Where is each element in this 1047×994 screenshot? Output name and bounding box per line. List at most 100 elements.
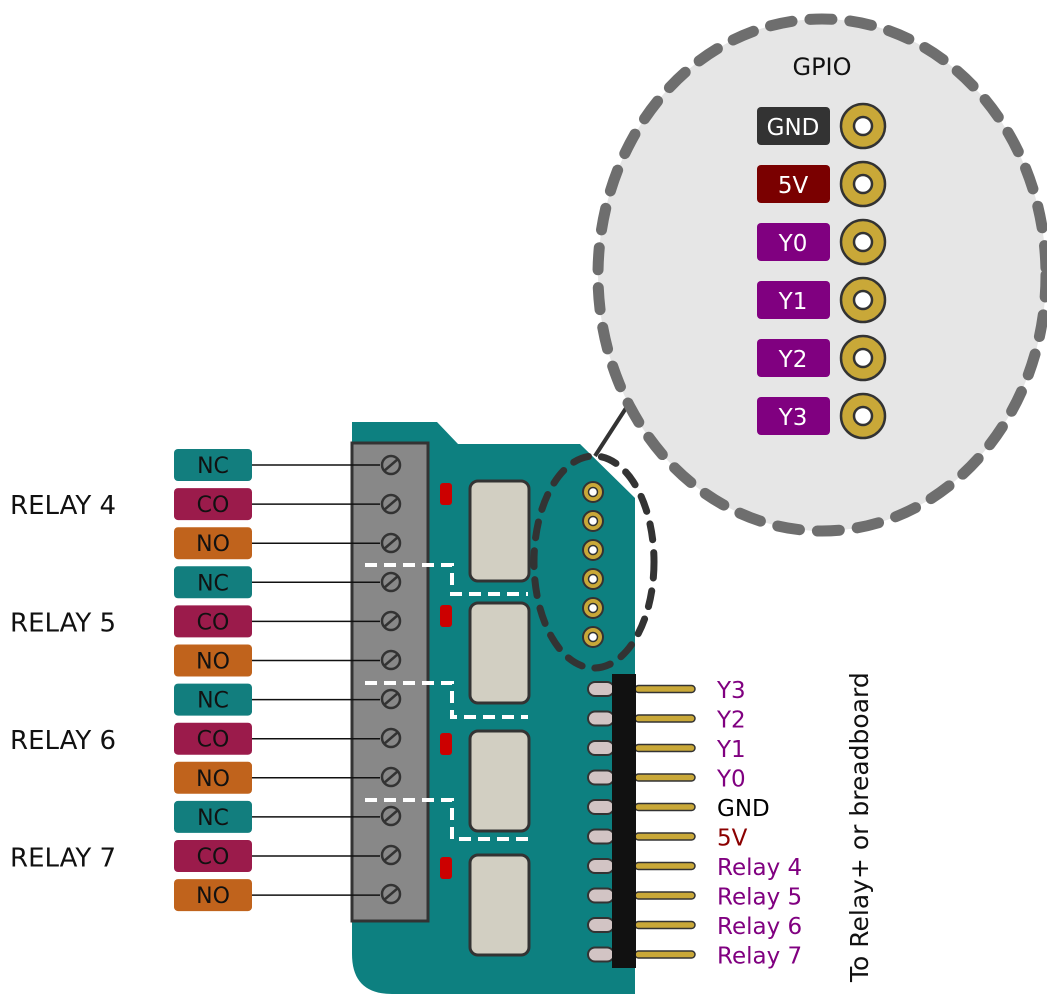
header-socket — [587, 681, 615, 697]
header-pin-label: Y0 — [716, 767, 746, 793]
terminal-label: NC — [197, 806, 229, 831]
gpio-pin-badge — [757, 223, 830, 261]
header-pin-label: Y1 — [716, 737, 746, 763]
relay-group-label: RELAY 5 — [10, 609, 116, 639]
gpio-pin-row: Y0 — [757, 218, 887, 266]
screw-icon — [380, 571, 402, 593]
gpio-pin-badge — [757, 165, 830, 203]
relay-body — [468, 853, 531, 957]
header-socket — [587, 828, 615, 845]
led-indicator — [440, 733, 452, 755]
header-socket — [587, 946, 615, 963]
header-pin-label: Y3 — [716, 678, 746, 704]
terminal-badge — [174, 722, 252, 755]
gpio-pin-row: Y1 — [757, 276, 887, 324]
screw-icon — [380, 883, 402, 905]
header-pin — [634, 714, 696, 723]
terminal-badge — [174, 605, 252, 638]
terminal-badge — [174, 840, 252, 872]
screw-icon — [380, 688, 402, 710]
header-pin-label: Relay 7 — [717, 944, 802, 970]
gpio-pin-row: Y2 — [757, 334, 887, 382]
terminal-badge — [174, 566, 252, 599]
terminal-label: CO — [197, 728, 230, 753]
pin-header — [587, 674, 696, 968]
callout-pointer-line — [593, 403, 630, 458]
gpio-pin-badge — [757, 107, 830, 145]
led-indicator — [440, 483, 452, 505]
header-pin — [634, 891, 696, 900]
relay-separator-line — [365, 563, 528, 596]
header-pin-label: Relay 4 — [717, 855, 802, 881]
header-socket — [587, 799, 615, 815]
terminal-label: NC — [197, 454, 229, 479]
relay-separator-line — [365, 681, 528, 719]
header-pin — [634, 861, 696, 871]
header-socket — [587, 887, 615, 904]
header-pin — [634, 950, 696, 959]
header-pin-label: 5V — [717, 826, 748, 852]
relay-group-label: RELAY 4 — [10, 491, 116, 521]
terminal-screws — [380, 454, 402, 905]
header-socket — [587, 858, 615, 874]
gpio-pin-label: 5V — [778, 173, 809, 199]
header-socket — [587, 740, 615, 756]
header-socket — [587, 710, 615, 727]
side-note: To Relay+ or breadboard — [845, 672, 874, 983]
gpio-pin-badge — [757, 397, 830, 435]
terminal-label: CO — [197, 845, 230, 870]
terminal-label: CO — [197, 493, 230, 518]
terminal-labels: NC CO NO NC CO NO NC CO NO NC CO NO — [174, 449, 252, 912]
gpio-pin-label: Y0 — [778, 231, 808, 257]
gpio-pin-row: Y3 — [757, 392, 887, 440]
header-socket — [587, 769, 615, 786]
board-gpio-pads — [582, 481, 604, 648]
gpio-highlight-dashed — [530, 452, 658, 672]
header-pin-label: Relay 6 — [717, 914, 802, 940]
screw-icon — [380, 610, 402, 632]
terminal-label: NC — [197, 689, 229, 714]
terminal-badge — [174, 449, 252, 481]
header-pin — [634, 920, 696, 930]
relay-separators — [365, 563, 528, 841]
terminal-label: NC — [197, 571, 229, 596]
screw-icon — [380, 532, 402, 554]
terminal-badge — [174, 644, 252, 677]
terminal-label: NO — [196, 884, 230, 909]
screw-icon — [380, 493, 402, 515]
terminal-label: NO — [196, 650, 230, 675]
relay-group-label: RELAY 7 — [10, 844, 116, 874]
terminal-label: NO — [196, 532, 230, 557]
terminal-label: NO — [196, 767, 230, 792]
screw-icon — [380, 727, 402, 749]
header-strip — [612, 674, 636, 968]
relay-body — [468, 479, 531, 583]
screw-icon — [380, 844, 402, 866]
gpio-callout-bubble — [592, 13, 1047, 537]
relay-body — [468, 601, 531, 705]
header-pin — [634, 832, 696, 841]
gpio-pin-label: GND — [767, 115, 820, 141]
terminal-badge — [174, 527, 252, 560]
led-indicator — [440, 605, 452, 627]
terminal-badge — [174, 761, 252, 794]
header-socket — [587, 917, 615, 933]
relay-group-label: RELAY 6 — [10, 726, 116, 756]
terminal-badge — [174, 800, 252, 833]
terminal-badge — [174, 488, 252, 521]
screw-icon — [380, 649, 402, 671]
screw-icon — [380, 766, 402, 788]
gpio-pin-row: GND — [757, 102, 887, 150]
terminal-badge — [174, 879, 252, 912]
terminal-badge — [174, 683, 252, 716]
screw-icon — [380, 454, 402, 476]
screw-icon — [380, 805, 402, 827]
header-pin — [634, 684, 696, 694]
header-pin-label: Relay 5 — [717, 885, 802, 911]
led-indicator — [440, 857, 452, 879]
gpio-callout-title: GPIO — [792, 53, 851, 81]
terminal-label: CO — [197, 610, 230, 635]
